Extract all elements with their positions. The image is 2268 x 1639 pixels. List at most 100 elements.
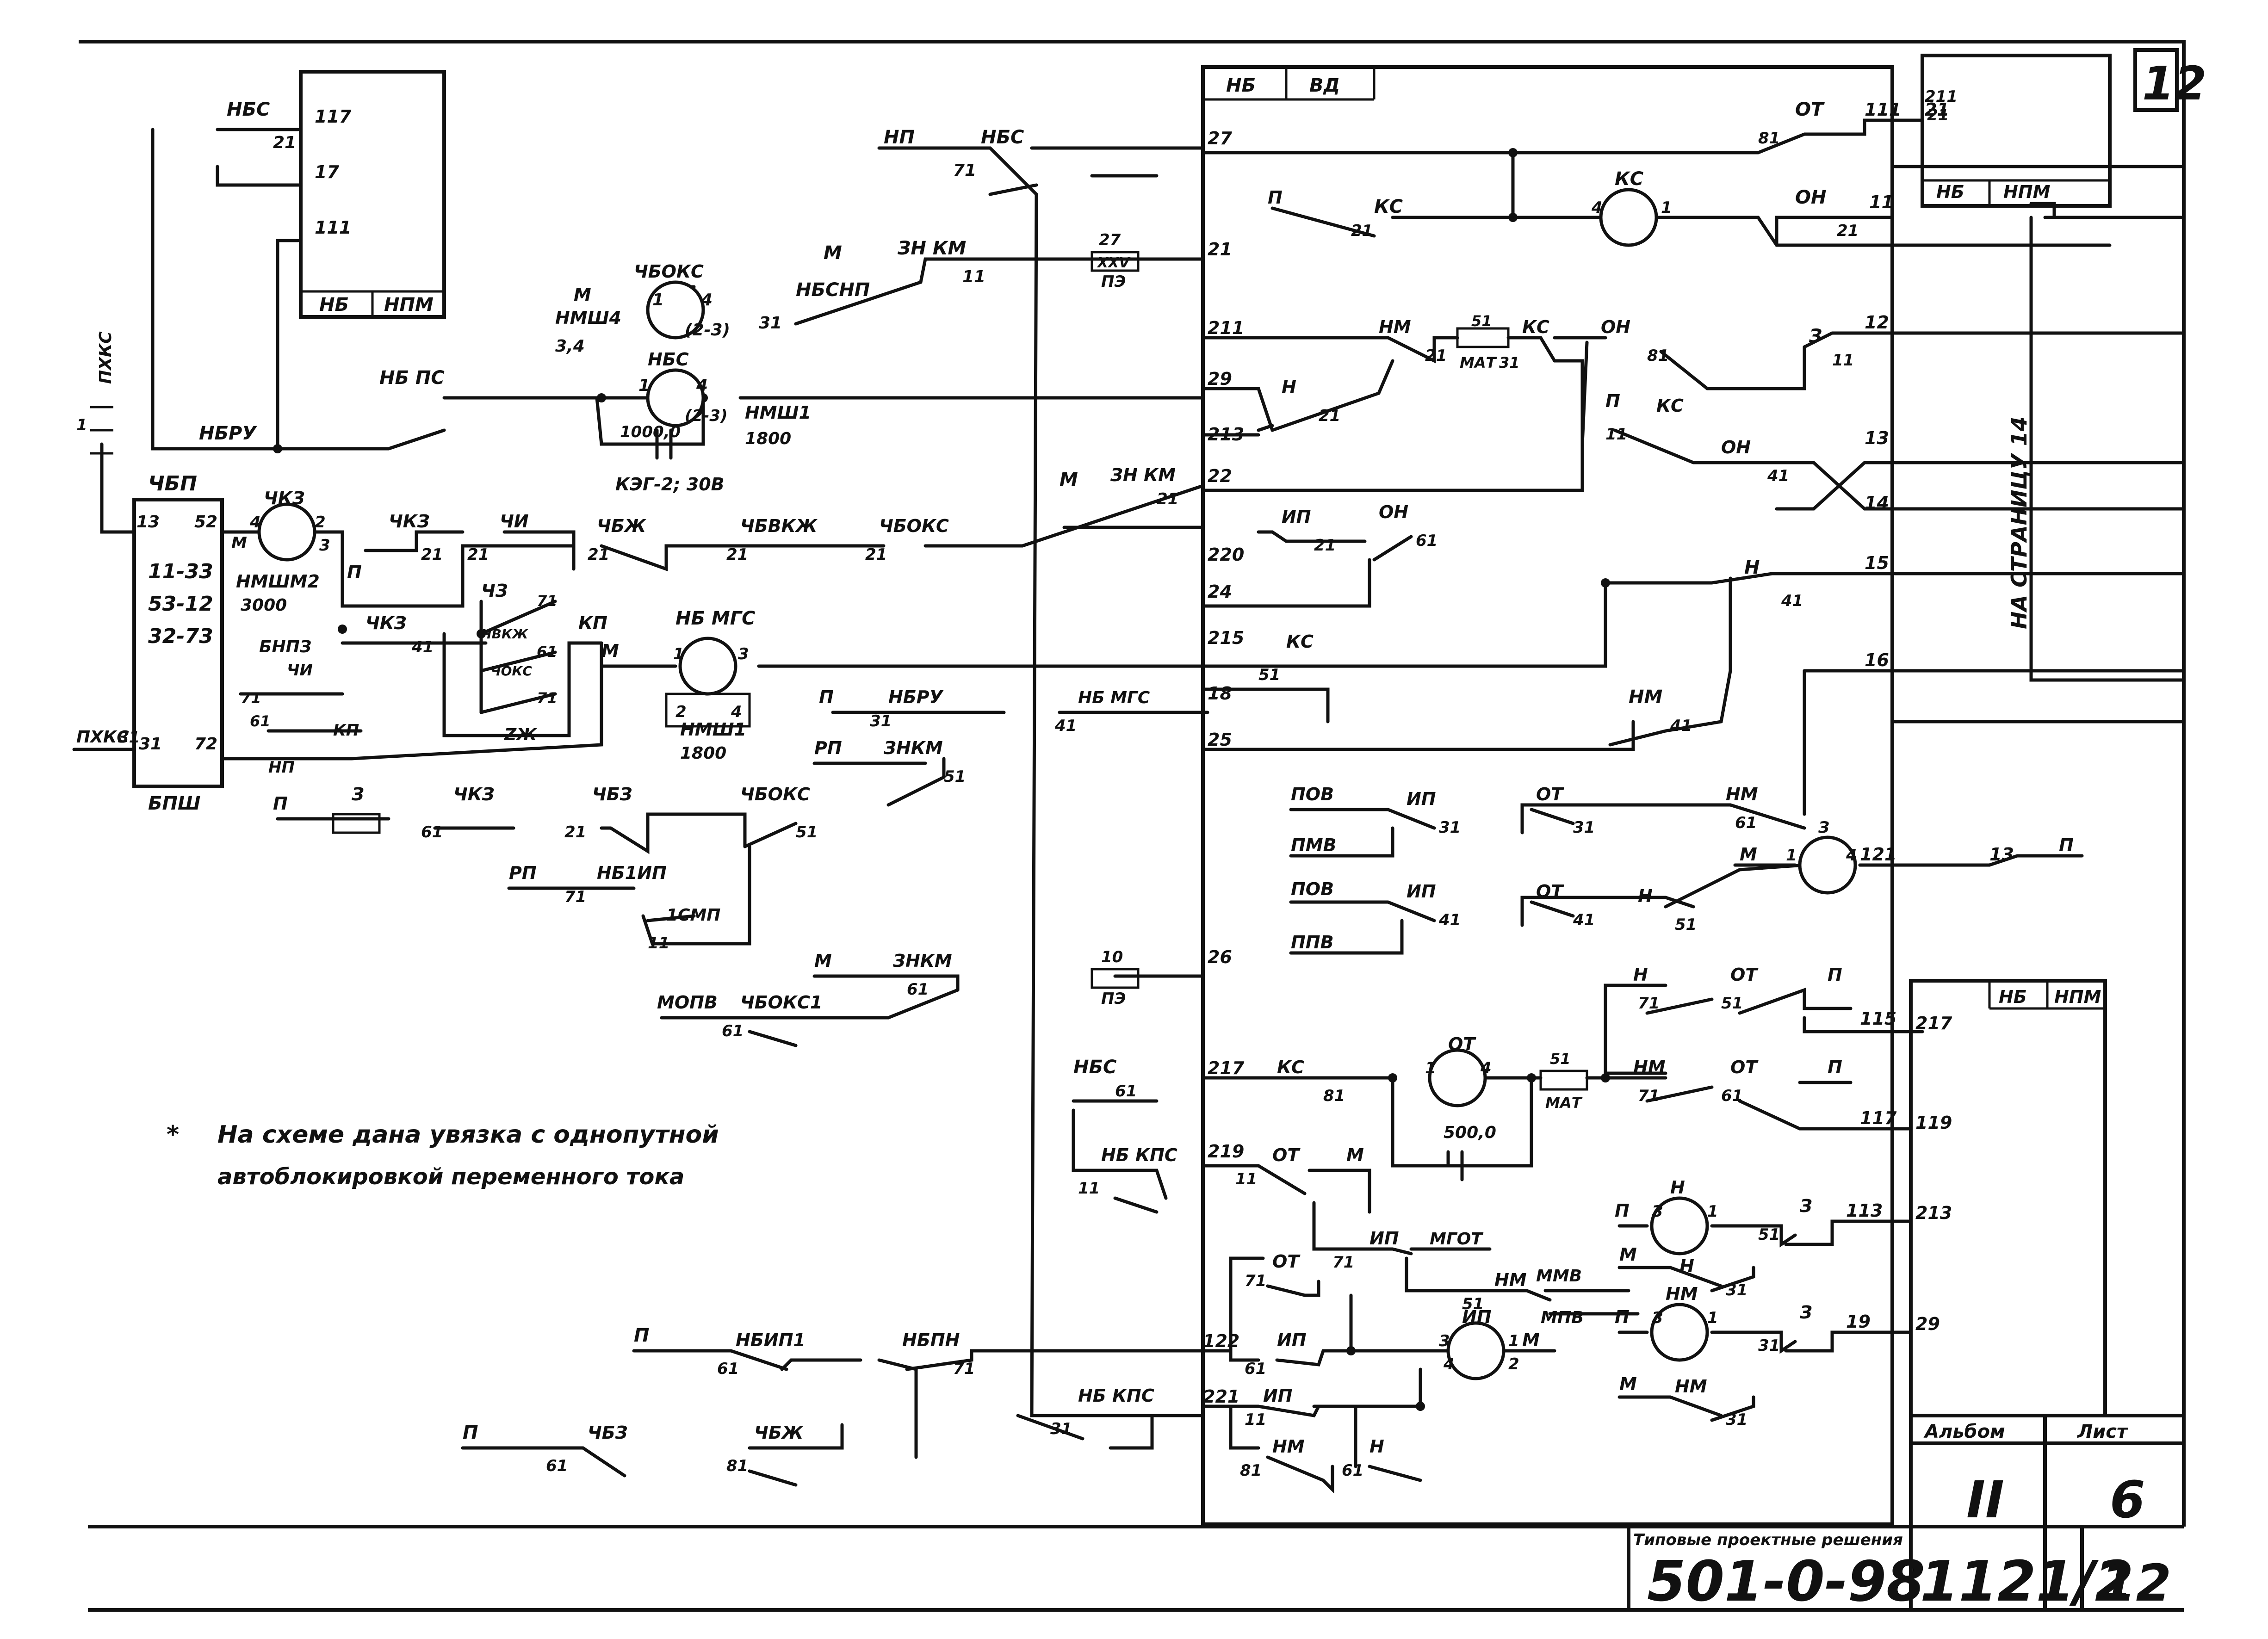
contact-label: 71 — [1638, 994, 1660, 1013]
contact-label: ПХКС — [76, 728, 129, 747]
contact-label: 61 — [1342, 1461, 1363, 1480]
terminal-label: 121 — [1860, 844, 1896, 865]
contact-label: 41 — [1573, 911, 1595, 929]
terminal-label: 217 — [1208, 1058, 1245, 1078]
contact-label: КЭГ-2; 30В — [615, 474, 725, 495]
terminal-label: 15 — [1865, 553, 1889, 573]
contact-label: ОН — [1601, 317, 1630, 337]
contact-label: МГОТ — [1430, 1230, 1483, 1249]
contact-label: МАТ — [1460, 354, 1497, 371]
contact-label: НМ — [1494, 1270, 1527, 1290]
contact-label: З — [1799, 1302, 1812, 1323]
contact-label: ХХV — [1097, 255, 1131, 271]
terminal-label: 13 — [1865, 428, 1889, 448]
contact-label: НБС — [648, 349, 689, 370]
contact-label: 41 — [1438, 911, 1461, 929]
contact-label: 21 — [1425, 346, 1447, 365]
contact-label: 3 — [319, 536, 330, 555]
contact-label: 31 — [759, 314, 782, 333]
contact-label: ЧБЖ — [754, 1423, 804, 1443]
terminal-label: 211 — [1925, 87, 1958, 106]
page-number: 12 — [2101, 1553, 2171, 1613]
terminal-label: 211 — [1208, 318, 1244, 338]
contact-label: 81 — [1323, 1087, 1345, 1105]
block-center-bus — [1201, 65, 1894, 1526]
contact-label: ИП — [1263, 1385, 1293, 1406]
contact-label: Н — [1638, 886, 1653, 906]
contact-label: 1 — [1786, 846, 1797, 865]
contact-label: ЗНКМ — [892, 951, 952, 971]
block-label: ВД — [1309, 75, 1340, 96]
contact-label: 31 — [870, 712, 892, 730]
footnote-star: * — [167, 1121, 179, 1149]
contact-label: 61 — [722, 1022, 744, 1040]
terminal-label: 122 — [1203, 1331, 1239, 1351]
contact-label: 71 — [537, 689, 558, 707]
contact-label: ИП — [1282, 507, 1311, 527]
contact-label: 4 — [700, 291, 713, 309]
contact-label: ММВ — [1536, 1267, 1582, 1286]
contact-label: 1 — [673, 645, 684, 663]
terminal-label: 21 — [1927, 106, 1949, 124]
block-line: 53-12 — [148, 592, 213, 616]
contact-label: 4 — [696, 376, 708, 395]
contact-label: ППВ — [1291, 932, 1334, 952]
contact-label: 41 — [1767, 467, 1789, 485]
terminal-label: 26 — [1208, 947, 1232, 967]
sheet-number: 12 — [2142, 56, 2206, 111]
contact-label: М — [574, 285, 591, 305]
contact-label: ЧКЗ — [366, 613, 407, 633]
contact-label: ЧБОКС — [634, 261, 704, 282]
block-label: НБ — [1936, 182, 1964, 202]
contact-label: 41 — [1670, 717, 1692, 735]
contact-label: 61 — [717, 1360, 739, 1378]
contact-label: НМШМ2 — [236, 571, 320, 592]
contact-label: НБ МГС — [1078, 688, 1150, 707]
contact-label: НМ — [1629, 687, 1662, 708]
contact-label: 21 — [421, 545, 443, 564]
contact-label: ЗН КМ — [1110, 465, 1176, 485]
contact-label: 27 — [1099, 231, 1121, 249]
contact-label: 1 — [1707, 1202, 1718, 1221]
contact-label: 51 — [1462, 1295, 1484, 1313]
terminal-label: 25 — [1208, 730, 1232, 750]
contact-label: М — [1522, 1330, 1540, 1350]
contact-label: ЧБЗ — [588, 1423, 628, 1443]
contact-label: ЧЗ — [481, 581, 508, 601]
contact-label: 31 — [1726, 1410, 1747, 1429]
contact-label: ЧБЗ — [592, 784, 632, 804]
footnote-line2: автоблокировкой переменного тока — [217, 1164, 684, 1190]
contact-label: ЧОКС — [490, 663, 532, 679]
terminal-label: 219 — [1208, 1141, 1244, 1162]
contact-label: М — [1619, 1244, 1637, 1265]
contact-label: ЧБОКС1 — [740, 992, 822, 1013]
contact-label: 81 — [726, 1457, 748, 1475]
contact-label: 71 — [537, 592, 558, 610]
contact-label: П — [1615, 1200, 1630, 1221]
contact-label: НБС — [227, 99, 270, 120]
terminal-label: 21 — [1925, 99, 1949, 120]
contact-label: 71 — [953, 1360, 975, 1378]
contact-label: ЗНКМ — [883, 738, 943, 758]
contact-label: НБРУ — [199, 423, 257, 444]
contact-label: 21 — [273, 133, 296, 152]
contact-label: НМ — [1272, 1436, 1305, 1457]
terminals-right: 111 21 11 12 13 14 15 16 121 211 21 217 … — [1846, 87, 1958, 1334]
contact-label: П — [1605, 391, 1620, 411]
terminal-label: 14 — [1865, 493, 1889, 513]
contact-label: 3 — [738, 645, 749, 663]
contact-label: РП — [814, 738, 842, 758]
contact-label: НБ1ИП — [597, 863, 667, 883]
block-title: ЧБП — [148, 472, 197, 495]
contact-label: НП — [268, 758, 295, 777]
contact-label: 11 — [1245, 1410, 1266, 1429]
contact-label: 11 — [962, 267, 985, 286]
terminal-label: 217 — [1915, 1013, 1952, 1033]
terminal-label: 21 — [1208, 239, 1232, 260]
contact-label: 2 — [1508, 1355, 1519, 1373]
block-label: НБ — [1999, 987, 2027, 1007]
contact-label: 11 — [1235, 1170, 1257, 1188]
contact-label: 61 — [1115, 1082, 1137, 1101]
contact-label: 4 — [731, 703, 742, 721]
contact-label: 51 — [1721, 994, 1743, 1013]
